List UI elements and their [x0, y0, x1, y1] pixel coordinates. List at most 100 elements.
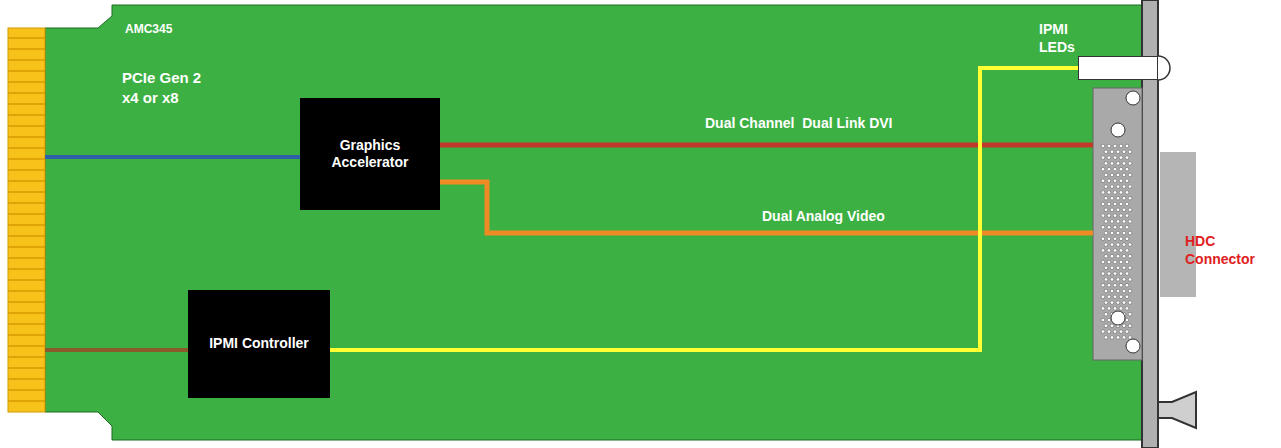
pin-hole — [1101, 167, 1105, 171]
pin-hole — [1107, 214, 1111, 218]
pin-hole — [1110, 220, 1114, 224]
pin-hole — [1128, 243, 1132, 247]
pin-hole — [1113, 330, 1117, 334]
pin-hole — [1128, 208, 1132, 212]
edge-fingers — [8, 38, 45, 401]
finger-line — [8, 400, 45, 402]
pin-hole — [1125, 179, 1129, 183]
pin-hole — [1113, 295, 1117, 299]
pin-hole — [1125, 260, 1129, 264]
pin-hole — [1116, 150, 1120, 154]
pin-hole — [1107, 249, 1111, 253]
pin-hole — [1122, 173, 1126, 177]
pin-hole — [1122, 208, 1126, 212]
pin-hole — [1113, 156, 1117, 160]
pin-hole — [1128, 162, 1132, 166]
pin-hole — [1122, 243, 1126, 247]
pin-hole — [1104, 254, 1108, 258]
finger-line — [8, 279, 45, 281]
led-lens — [1158, 56, 1170, 80]
pin-hole — [1119, 214, 1123, 218]
pin-hole — [1113, 202, 1117, 206]
pin-hole — [1116, 162, 1120, 166]
pin-hole — [1113, 191, 1117, 195]
finger-line — [8, 202, 45, 204]
finger-line — [8, 136, 45, 138]
pin-hole — [1119, 307, 1123, 311]
pin-hole — [1113, 179, 1117, 183]
handle — [1158, 392, 1196, 428]
finger-line — [8, 70, 45, 72]
pin-hole — [1104, 312, 1108, 316]
finger-line — [8, 268, 45, 270]
pin-hole — [1107, 283, 1111, 287]
pin-hole — [1104, 243, 1108, 247]
pin-hole — [1104, 150, 1108, 154]
finger-line — [8, 367, 45, 369]
pin-hole — [1110, 196, 1114, 200]
pin-hole — [1104, 336, 1108, 340]
finger-line — [8, 224, 45, 226]
pin-hole — [1125, 202, 1129, 206]
pin-hole — [1128, 185, 1132, 189]
pin-hole — [1122, 336, 1126, 340]
signal-trace — [440, 143, 1093, 148]
pin-hole — [1101, 307, 1105, 311]
pin-hole — [1128, 289, 1132, 293]
pin-hole — [1119, 179, 1123, 183]
pin-hole — [1113, 214, 1117, 218]
bus-label: PCIe Gen 2 x4 or x8 — [122, 68, 220, 107]
pin-hole — [1116, 289, 1120, 293]
pin-hole — [1104, 173, 1108, 177]
signal-trace — [440, 182, 1093, 233]
pin-hole — [1125, 318, 1129, 322]
pin-hole — [1113, 167, 1117, 171]
pin-hole — [1107, 260, 1111, 264]
pin-hole — [1116, 301, 1120, 305]
finger-line — [8, 92, 45, 94]
pin-hole — [1119, 167, 1123, 171]
hdc-body — [1093, 88, 1142, 360]
pin-hole — [1101, 179, 1105, 183]
pin-hole — [1128, 150, 1132, 154]
pin-hole — [1119, 191, 1123, 195]
pin-hole — [1101, 260, 1105, 264]
pin-hole — [1119, 272, 1123, 276]
node-label: HDC Connector — [1185, 233, 1275, 268]
pin-hole — [1110, 243, 1114, 247]
pin-hole — [1101, 249, 1105, 253]
pin-hole — [1101, 330, 1105, 334]
finger-line — [8, 59, 45, 61]
pin-hole — [1125, 272, 1129, 276]
pin-hole — [1128, 301, 1132, 305]
pin-hole — [1104, 208, 1108, 212]
pin-hole — [1119, 283, 1123, 287]
pin-hole — [1110, 301, 1114, 305]
finger-line — [8, 213, 45, 215]
pin-hole — [1101, 214, 1105, 218]
pin-hole — [1122, 220, 1126, 224]
pin-hole — [1101, 318, 1105, 322]
finger-line — [8, 378, 45, 380]
pin-hole — [1125, 237, 1129, 241]
pin-hole — [1107, 179, 1111, 183]
pin-hole — [1125, 225, 1129, 229]
finger-line — [8, 301, 45, 303]
pin-hole — [1119, 249, 1123, 253]
pin-hole — [1107, 202, 1111, 206]
pin-hole — [1128, 196, 1132, 200]
pin-hole — [1101, 272, 1105, 276]
graphics-accelerator-chip: Graphics Accelerator — [300, 98, 440, 210]
pin-hole — [1110, 208, 1114, 212]
pin-hole — [1101, 237, 1105, 241]
pin-hole — [1107, 307, 1111, 311]
finger-line — [8, 37, 45, 39]
pin-hole — [1104, 301, 1108, 305]
pin-hole — [1110, 289, 1114, 293]
panel-block — [1160, 152, 1196, 297]
mount-hole — [1126, 91, 1140, 105]
pin-hole — [1113, 272, 1117, 276]
pin-hole — [1122, 162, 1126, 166]
pin-hole — [1119, 156, 1123, 160]
